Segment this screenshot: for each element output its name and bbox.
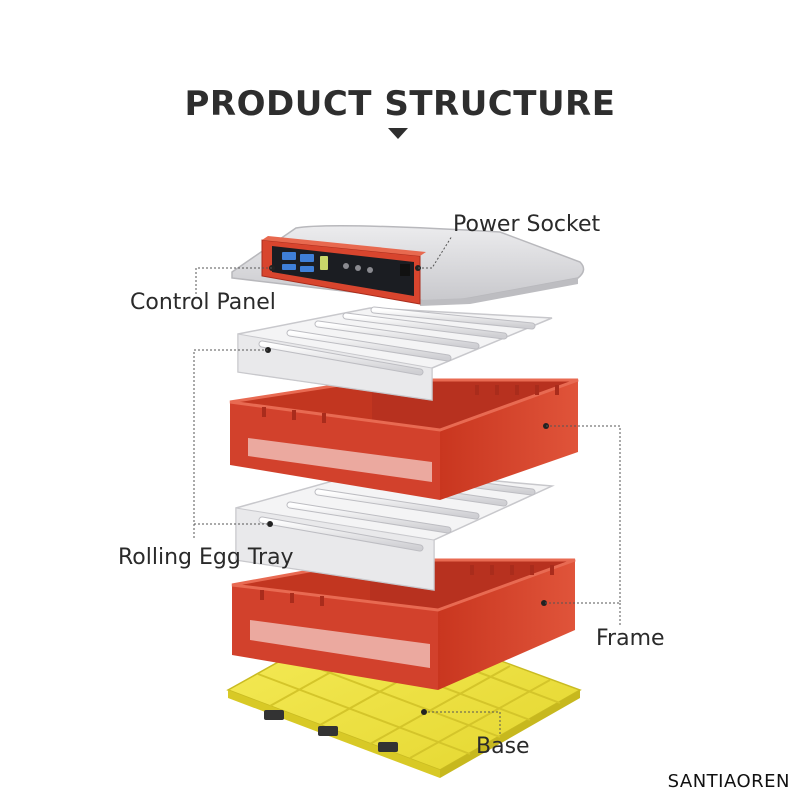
rolling-egg-tray-label: Rolling Egg Tray bbox=[118, 545, 294, 570]
caret-down-icon bbox=[388, 128, 408, 139]
upper-frame-part bbox=[229, 378, 579, 500]
upper-egg-tray-part bbox=[237, 306, 553, 401]
lower-egg-tray-part bbox=[235, 457, 555, 591]
lid-part bbox=[231, 225, 585, 306]
control-panel-label: Control Panel bbox=[130, 290, 276, 315]
power-socket-label: Power Socket bbox=[453, 212, 601, 237]
brand-watermark: SANTIAOREN bbox=[667, 771, 790, 792]
lower-frame-part bbox=[231, 558, 576, 690]
base-label: Base bbox=[476, 734, 530, 759]
frame-label: Frame bbox=[596, 626, 665, 651]
base-marker-dot bbox=[421, 709, 427, 715]
leader-lines bbox=[193, 235, 621, 734]
page-title: PRODUCT STRUCTURE bbox=[184, 84, 616, 124]
